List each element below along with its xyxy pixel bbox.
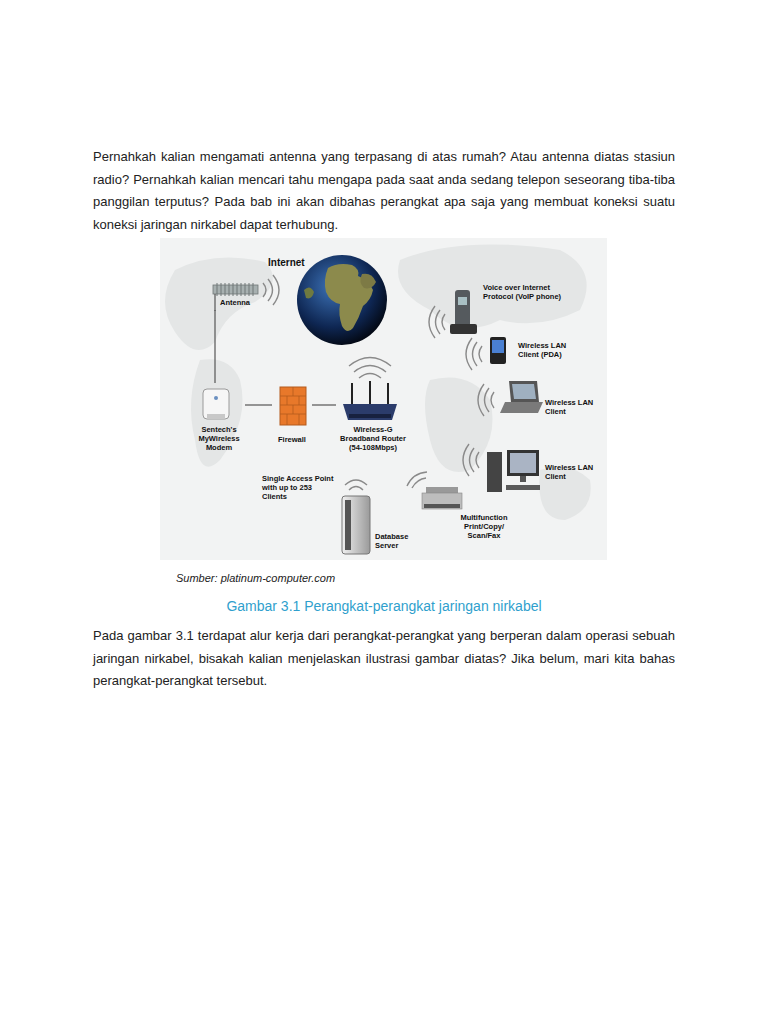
laptop-base xyxy=(500,402,543,413)
device-node: Wireless LAN Client (PDA) xyxy=(485,333,580,373)
wave-arc xyxy=(268,279,273,301)
radio-waves xyxy=(345,480,367,490)
globe-icon xyxy=(297,255,387,345)
wave-arc xyxy=(479,346,482,362)
pda-icon xyxy=(490,337,506,364)
laptop-screen xyxy=(512,384,536,399)
device-node: Firewall xyxy=(272,383,312,446)
radio-waves xyxy=(263,275,279,305)
phone-icon xyxy=(455,290,470,328)
server-icon xyxy=(342,496,370,554)
device-node: Antenna xyxy=(206,280,262,310)
router-icon xyxy=(343,404,397,420)
firewall-bricks xyxy=(280,387,306,425)
wave-arc xyxy=(485,388,490,412)
body-paragraph: Pada gambar 3.1 terdapat alur kerja dari… xyxy=(93,625,675,693)
desktop-tower xyxy=(487,452,502,492)
printer-icon xyxy=(422,493,462,509)
wave-arc xyxy=(412,478,426,488)
device-node: Sentech's MyWireless Modem xyxy=(193,383,245,454)
globe-continent xyxy=(360,274,376,289)
cable-line xyxy=(214,310,215,383)
printer-tray xyxy=(424,504,460,508)
device-node: Voice over Internet Protocol (VoIP phone… xyxy=(445,283,577,338)
wave-arc xyxy=(466,338,472,370)
map-land xyxy=(398,244,587,328)
wave-arc xyxy=(478,384,484,416)
desktop-screen xyxy=(510,453,536,473)
phone-screen xyxy=(458,297,467,305)
figure-caption: Gambar 3.1 Perangkat-perangkat jaringan … xyxy=(93,597,675,615)
device-node: Wireless-G Broadband Router (54-108Mbps) xyxy=(336,375,410,460)
antenna-ridges xyxy=(217,283,253,296)
device-label: Internet xyxy=(268,257,318,269)
router-front xyxy=(349,414,391,418)
keyboard xyxy=(506,485,540,490)
wave-arc xyxy=(273,275,279,305)
figure-note: Single Access Point with up to 253 Clien… xyxy=(262,474,336,501)
map-land xyxy=(165,258,273,351)
map-land xyxy=(425,378,493,473)
wave-arc xyxy=(476,452,479,468)
firewall-icon xyxy=(280,387,306,425)
pda-screen xyxy=(492,340,504,353)
device-label: Firewall xyxy=(272,435,312,444)
device-label: Wireless-G Broadband Router (54-108Mbps) xyxy=(336,425,410,452)
device-node: Database Server xyxy=(338,486,422,558)
wave-arc xyxy=(442,314,445,330)
desktop-monitor xyxy=(507,450,539,476)
device-label: Multifunction Print/Copy/ Scan/Fax xyxy=(453,513,515,540)
cable-line xyxy=(312,404,336,405)
wave-arc xyxy=(349,487,363,491)
device-label: Database Server xyxy=(375,532,420,550)
wave-arc xyxy=(429,306,435,338)
radio-waves xyxy=(429,306,445,338)
device-node: Internet xyxy=(262,254,392,350)
device-label: Wireless LAN Client xyxy=(545,398,600,416)
modem-light xyxy=(214,396,218,400)
device-label: Wireless LAN Client xyxy=(545,463,600,481)
wave-arc xyxy=(354,366,386,373)
antenna-icon xyxy=(213,285,258,294)
radio-waves xyxy=(466,338,482,370)
wave-arc xyxy=(349,358,391,367)
phone-base xyxy=(450,324,477,334)
radio-waves xyxy=(463,444,479,476)
body-paragraph: Pernahkah kalian mengamati antenna yang … xyxy=(93,146,675,236)
wave-arc xyxy=(436,310,441,334)
device-label: Sentech's MyWireless Modem xyxy=(193,425,245,452)
router-antennas xyxy=(352,381,388,404)
wave-arc xyxy=(463,444,469,476)
radio-waves xyxy=(407,472,427,488)
device-node: Wireless LAN Client xyxy=(483,443,600,498)
antenna-mast xyxy=(214,294,215,311)
device-label: Voice over Internet Protocol (VoIP phone… xyxy=(483,283,575,301)
wave-arc xyxy=(359,374,381,379)
device-node: Wireless LAN Client xyxy=(503,378,603,420)
wave-arc xyxy=(473,342,478,366)
radio-waves xyxy=(478,384,494,416)
wave-arc xyxy=(345,480,367,485)
figure-ground xyxy=(160,238,607,560)
laptop-icon xyxy=(509,381,539,402)
cable-line xyxy=(245,404,272,405)
modem-icon xyxy=(203,389,229,419)
server-stripe xyxy=(345,500,351,550)
source-note: Sumber: platinum-computer.com xyxy=(176,571,476,585)
device-node: Multifunction Print/Copy/ Scan/Fax xyxy=(418,486,528,548)
wave-arc xyxy=(263,283,266,297)
device-label: Wireless LAN Client (PDA) xyxy=(518,341,578,359)
device-label: Antenna xyxy=(220,298,260,307)
modem-base xyxy=(207,414,225,419)
wave-arc xyxy=(491,392,494,408)
wave-arc xyxy=(470,448,475,472)
globe-continent xyxy=(304,287,314,298)
world-map xyxy=(165,244,591,520)
wave-arc xyxy=(407,472,427,486)
monitor-stand xyxy=(520,476,526,482)
radio-waves xyxy=(349,358,391,379)
